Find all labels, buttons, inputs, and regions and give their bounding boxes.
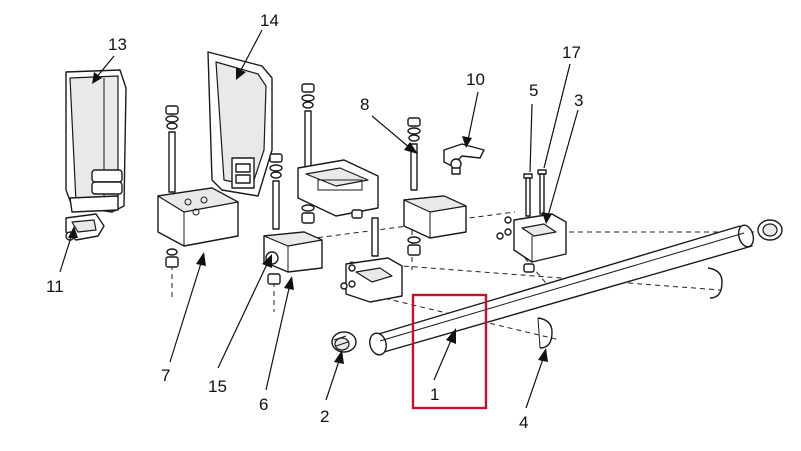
label-7: 7 <box>161 366 170 385</box>
part-13-upright-bracket <box>65 69 127 213</box>
part-3-saddle-clamp <box>496 213 567 273</box>
label-5: 5 <box>529 81 538 100</box>
label-17: 17 <box>562 43 581 62</box>
label-1: 1 <box>430 385 439 404</box>
part-4-u-bolt <box>537 317 553 349</box>
leader-lines <box>59 29 579 409</box>
callout-labels: 13 14 11 7 15 6 2 1 4 8 10 5 17 3 <box>46 11 583 432</box>
part-14-side-plate <box>207 51 273 197</box>
label-3: 3 <box>574 91 583 110</box>
part-10-latch <box>443 143 485 175</box>
right-end-cap <box>757 219 783 241</box>
label-15: 15 <box>208 377 227 396</box>
part-8-bolt-clamp <box>403 117 467 256</box>
part-2-end-cap <box>331 331 357 353</box>
part-1-tube <box>369 224 755 356</box>
center-frame-bracket <box>297 83 379 257</box>
label-13: 13 <box>108 35 127 54</box>
part-5-pin <box>523 173 533 217</box>
label-10: 10 <box>466 70 485 89</box>
label-8: 8 <box>360 95 369 114</box>
upper-u-bolt <box>707 267 723 299</box>
part-6-clamp-block <box>263 153 323 285</box>
label-4: 4 <box>519 413 528 432</box>
label-11: 11 <box>46 277 64 296</box>
label-6: 6 <box>259 395 268 414</box>
label-14: 14 <box>260 11 279 30</box>
label-2: 2 <box>320 407 329 426</box>
part-17-pin <box>537 169 547 215</box>
part-7-clamp-block <box>157 105 239 268</box>
part-1-highlight-box <box>411 293 488 410</box>
lower-saddle-clamp <box>340 257 403 303</box>
